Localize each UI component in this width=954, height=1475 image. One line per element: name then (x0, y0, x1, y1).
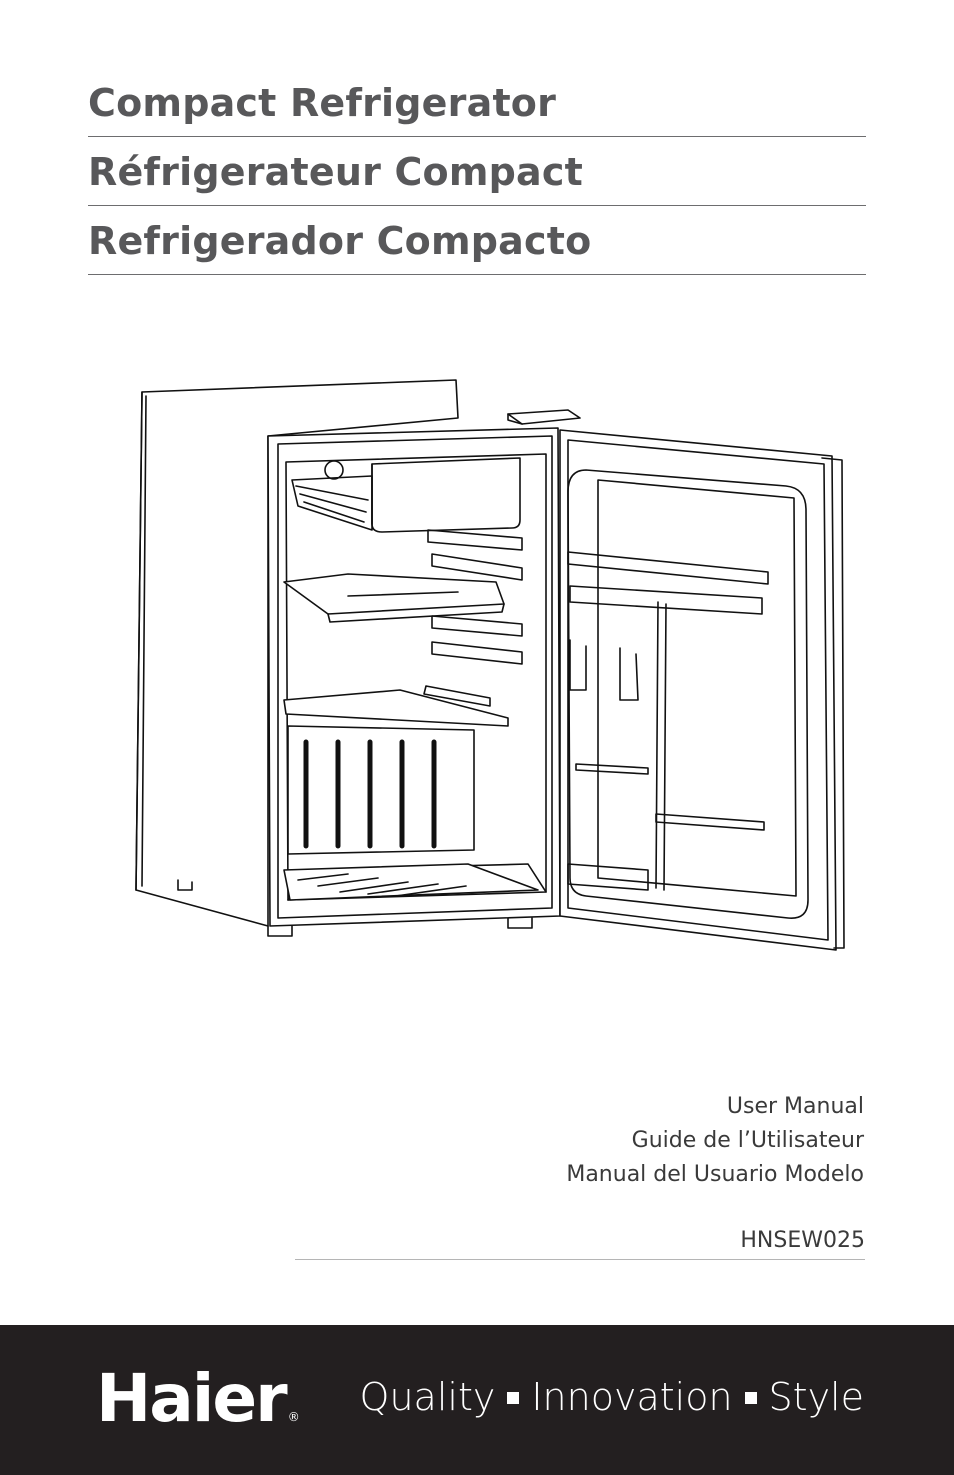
manual-title-english: User Manual (726, 1094, 864, 1119)
tagline-style: Style (768, 1375, 864, 1419)
manual-titles: User Manual Guide de l’Utilisateur Manua… (304, 1090, 864, 1192)
refrigerator-illustration (135, 379, 845, 951)
bullet-square-icon (744, 1391, 757, 1404)
tagline-innovation: Innovation (531, 1375, 733, 1419)
title-block: Compact Refrigerator Réfrigerateur Compa… (88, 72, 866, 275)
title-spanish: Refrigerador Compacto (88, 206, 866, 275)
brand-logo: Haier® (96, 1363, 300, 1453)
footer-bar: Haier® Quality Innovation Style (0, 1325, 954, 1475)
registered-mark: ® (287, 1410, 300, 1424)
manual-title-french: Guide de l’Utilisateur (631, 1128, 864, 1153)
model-number: HNSEW025 (295, 1225, 865, 1260)
tagline: Quality Innovation Style (360, 1373, 864, 1421)
bullet-square-icon (507, 1391, 520, 1404)
title-english: Compact Refrigerator (88, 72, 866, 137)
manual-title-spanish: Manual del Usuario Modelo (566, 1162, 864, 1187)
tagline-quality: Quality (359, 1375, 496, 1419)
title-french: Réfrigerateur Compact (88, 137, 866, 206)
brand-logo-text: Haier (96, 1360, 288, 1437)
